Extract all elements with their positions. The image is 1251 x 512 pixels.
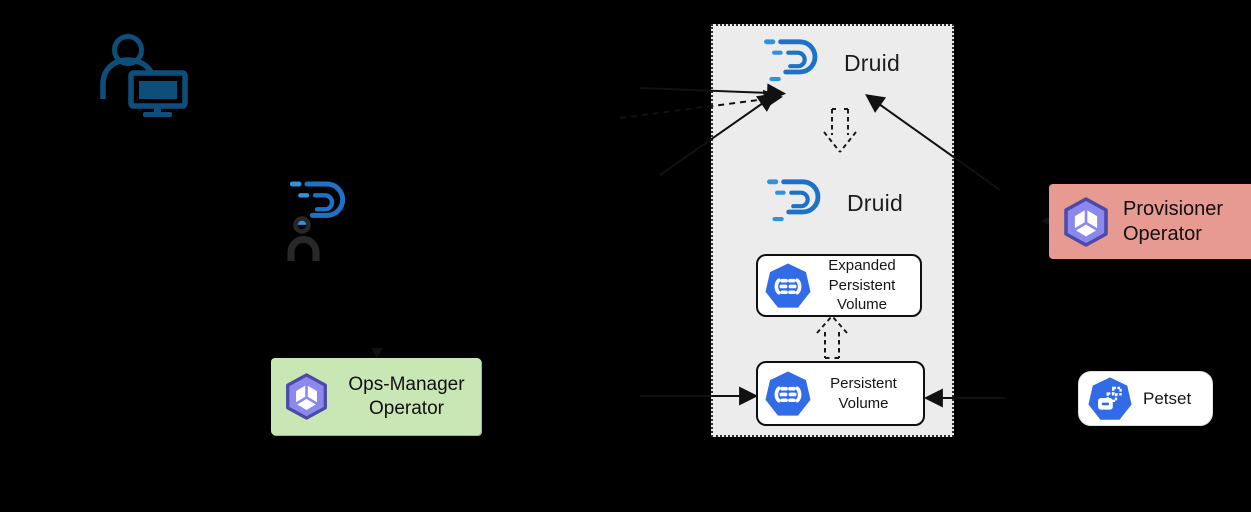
- provisioner-operator-label: Provisioner Operator: [1123, 197, 1224, 245]
- petset-label: Petset: [1143, 388, 1192, 408]
- ops-manager-operator-box: Ops-Manager Operator: [271, 358, 481, 435]
- pv-box: Persistent Volume: [756, 361, 925, 426]
- druid-user-icon: [287, 216, 320, 261]
- user-workstation-icon: [100, 34, 188, 117]
- operator-icon: [1064, 196, 1108, 247]
- druid-logo: [764, 39, 818, 82]
- expanded-pv-box: Expanded Persistent Volume: [756, 254, 922, 317]
- petset-icon: [1088, 376, 1132, 420]
- druid-pod-top: Druid: [757, 36, 900, 90]
- provisioner-operator-box: Provisioner Operator: [1049, 184, 1251, 259]
- kubernetes-pv-icon: [765, 370, 811, 416]
- operator-icon: [286, 373, 327, 420]
- druid-bottom-label: Druid: [847, 189, 903, 216]
- druid-pod-bottom: Druid: [760, 176, 903, 230]
- petset-box: Petset: [1078, 371, 1213, 426]
- druid-top-label: Druid: [844, 49, 900, 76]
- druid-logo: [767, 179, 821, 222]
- pv-label: Persistent Volume: [830, 374, 897, 412]
- arrowhead-into-ops-manager: [371, 348, 383, 358]
- druid-logo: [289, 181, 346, 225]
- ops-manager-operator-label: Ops-Manager Operator: [348, 373, 465, 419]
- kubernetes-pv-icon: [765, 262, 811, 308]
- expanded-pv-label: Expanded Persistent Volume: [828, 256, 896, 314]
